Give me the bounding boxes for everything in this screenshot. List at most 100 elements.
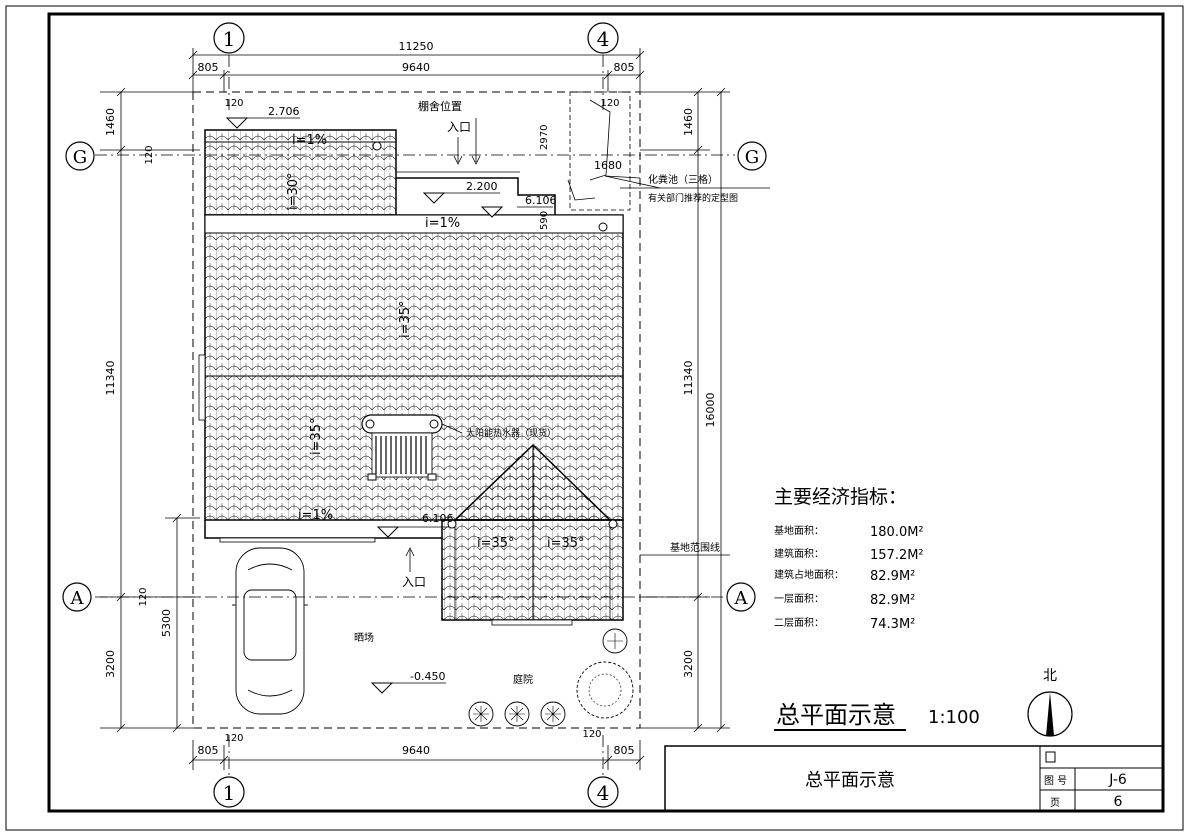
- flat-roof-connector: [396, 171, 556, 215]
- axis-bubble-1-bottom: 1: [213, 776, 245, 808]
- dim-top-middle: 9640: [402, 61, 430, 74]
- axis-bubble-A-left: A: [62, 582, 92, 612]
- lower-flat-slab: [204, 520, 442, 543]
- economic-label-floor1: 一层面积：: [774, 593, 824, 605]
- sheet-inner-border: [47, 12, 1165, 813]
- annotation-solar-heater: 太阳能热水器（现货）: [466, 427, 556, 439]
- axis-bubble-1-top: 1: [213, 22, 245, 54]
- dim-bottom-left-margin: 805: [198, 744, 219, 757]
- elevation-2200: 2.200: [466, 180, 498, 193]
- dim-bottom-middle: 9640: [402, 744, 430, 757]
- tree-small-1: [602, 628, 628, 654]
- dim-2970: 2970: [539, 125, 550, 150]
- economic-label-footprint: 建筑占地面积：: [774, 568, 844, 581]
- sheet-outer-border: [5, 5, 1184, 831]
- bottom-dimension-lines: [188, 740, 645, 770]
- dim-left-5300: 5300: [160, 609, 173, 637]
- title-block: [664, 745, 1164, 812]
- dim-top-offset-right: 120: [600, 98, 619, 109]
- shed-roof: [204, 129, 397, 216]
- economic-value-floor2: 74.3M²: [870, 617, 915, 632]
- economic-label-building-area: 建筑面积：: [774, 547, 824, 560]
- slope-label-3: i=1%: [425, 216, 460, 231]
- dim-left-120-bottom: 120: [138, 587, 149, 606]
- annotation-entrance-top: 入口: [447, 120, 471, 134]
- entrance-bottom-arrow: [405, 547, 415, 572]
- axis-bubble-A-right: A: [726, 582, 756, 612]
- axis-bubble-G-left: G: [65, 141, 95, 171]
- slope-label-6: i=1%: [298, 508, 333, 523]
- title-block-name: 总平面示意: [805, 770, 895, 791]
- top-dimension-lines: [188, 48, 645, 92]
- elevation-6106-lower: 6.106: [422, 512, 454, 525]
- elevation-2706: 2.706: [268, 105, 300, 118]
- slope-label-2: i=30°: [286, 172, 301, 210]
- dim-bottom-right-margin: 805: [614, 744, 635, 757]
- svg-text:G: G: [73, 147, 87, 168]
- axis-bubble-G-right: G: [737, 141, 767, 171]
- dim-top-offset-left: 120: [224, 98, 243, 109]
- dim-right-11340: 11340: [682, 361, 695, 396]
- dim-1680: 1680: [594, 159, 622, 172]
- front-gable-roof: [441, 443, 624, 626]
- economic-label-floor2: 二层面积：: [774, 617, 824, 629]
- annotation-septic-tank: 化粪池（三格）: [648, 173, 718, 186]
- plan-scale: 1:100: [928, 707, 980, 728]
- north-label: 北: [1043, 668, 1057, 684]
- title-block-page-no: 6: [1114, 794, 1123, 810]
- entrance-top-arrows: [453, 118, 481, 165]
- axis-grid-lines: [95, 55, 735, 775]
- axis-bubble-4-top: 4: [587, 22, 619, 54]
- economic-label-site-area: 基地面积：: [774, 524, 824, 537]
- elevation-markers: [225, 117, 504, 694]
- svg-text:G: G: [745, 147, 759, 168]
- slope-label-8: i=35°: [547, 536, 585, 551]
- annotation-shed-position: 棚舍位置: [418, 99, 462, 113]
- elevation-leaders: [227, 117, 553, 684]
- dim-right-16000: 16000: [704, 393, 717, 428]
- elevation-minus-0450: -0.450: [410, 670, 445, 683]
- svg-text:A: A: [70, 588, 85, 609]
- dim-left-120-top: 120: [144, 145, 155, 164]
- slope-label-7: i=35°: [477, 536, 515, 551]
- septic-tank: [567, 91, 770, 211]
- svg-text:4: 4: [597, 27, 610, 51]
- dim-left-11340: 11340: [104, 361, 117, 396]
- shrub-1: [468, 701, 494, 727]
- economic-value-footprint: 82.9M²: [870, 569, 915, 584]
- annotation-courtyard: 庭院: [513, 673, 533, 686]
- dim-right-3200: 3200: [682, 650, 695, 678]
- right-dimension-lines: [640, 87, 730, 733]
- economic-value-building-area: 157.2M²: [870, 548, 924, 563]
- svg-text:A: A: [734, 588, 749, 609]
- economic-indicators: 主要经济指标： 基地面积： 180.0M² 建筑面积： 157.2M² 建筑占地…: [774, 486, 924, 632]
- shrub-2: [504, 701, 530, 727]
- svg-text:1: 1: [223, 781, 236, 805]
- economic-value-site-area: 180.0M²: [870, 525, 924, 540]
- left-dimension-lines: [100, 87, 200, 733]
- title-block-page-label: 页: [1050, 797, 1060, 809]
- plan-title: 总平面示意: [776, 701, 896, 729]
- slope-label-1: i=1%: [292, 133, 327, 148]
- title-block-drawing-no-label: 图 号: [1044, 775, 1067, 787]
- dim-top-left-margin: 805: [198, 61, 219, 74]
- dim-590: 590: [539, 211, 550, 230]
- slope-label-4: i=35°: [398, 300, 413, 338]
- north-arrow-icon: [1027, 691, 1073, 737]
- dim-bottom-offset-left: 120: [224, 733, 243, 744]
- annotation-septic-note: 有关部门推荐的定型图: [648, 192, 738, 204]
- economic-value-floor1: 82.9M²: [870, 593, 915, 608]
- dim-left-1460: 1460: [104, 108, 117, 136]
- svg-text:1: 1: [223, 27, 236, 51]
- title-block-drawing-no: J-6: [1108, 772, 1127, 788]
- shrub-3: [540, 701, 566, 727]
- car-outline: [232, 547, 308, 715]
- axis-bubble-4-bottom: 4: [587, 776, 619, 808]
- annotation-site-boundary: 基地范围线: [670, 541, 720, 554]
- site-boundary-line: [192, 91, 641, 729]
- solar-heater: [361, 414, 463, 481]
- dim-left-3200: 3200: [104, 650, 117, 678]
- dim-right-1460: 1460: [682, 108, 695, 136]
- tree-large: [576, 661, 634, 719]
